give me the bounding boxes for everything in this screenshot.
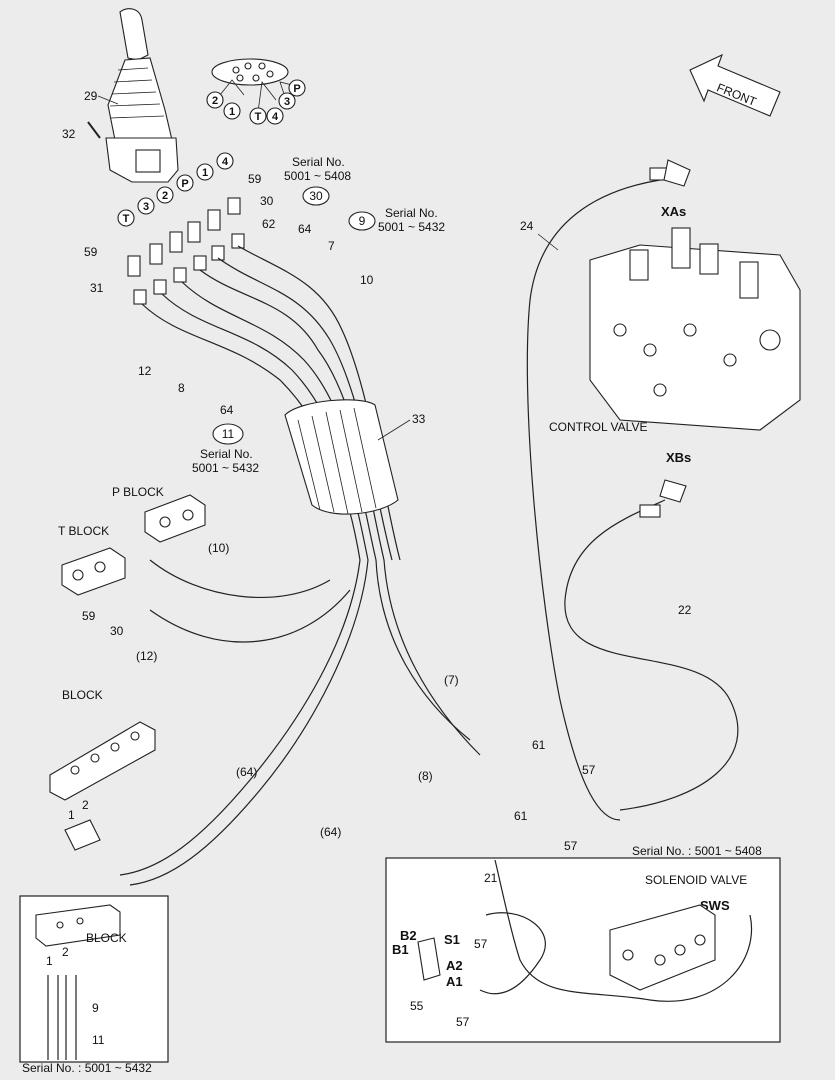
block-left: BLOCK xyxy=(49,688,156,851)
block-box-serial: Serial No. : 5001 ~ 5432 xyxy=(22,1061,152,1075)
callout-61-a: 61 xyxy=(532,738,546,752)
p-block: P BLOCK xyxy=(112,485,206,543)
t-block: T BLOCK xyxy=(58,524,126,596)
top-callouts: 59 30 62 64 7 10 59 31 12 8 64 xyxy=(84,172,374,417)
callout-33: 33 xyxy=(412,412,426,426)
serial-note-mid-left-range: 5001 ~ 5432 xyxy=(192,461,259,475)
callout-21: 21 xyxy=(484,871,498,885)
solenoid-box-serial: Serial No. : 5001 ~ 5408 xyxy=(632,844,762,858)
callout-55: 55 xyxy=(410,999,424,1013)
callout-64-mid: 64 xyxy=(220,403,234,417)
callout-8: 8 xyxy=(178,381,185,395)
port-1: 1 xyxy=(202,167,208,179)
callout-57-d: 57 xyxy=(456,1015,470,1029)
front-arrow: FRONT xyxy=(689,53,781,117)
serial-note-top-right-circled: 9 xyxy=(359,214,366,228)
serial-note-top-right: 9 Serial No. 5001 ~ 5432 xyxy=(348,206,445,234)
port-fittings: T 3 2 P 1 4 xyxy=(117,152,245,305)
callout-8p: (8) xyxy=(418,769,433,783)
lower-hoses xyxy=(119,559,481,886)
p-block-label: P BLOCK xyxy=(112,485,164,499)
port-t: T xyxy=(123,213,130,225)
callout-64p-a: (64) xyxy=(236,765,257,779)
serial-note-mid-left-circled: 11 xyxy=(222,427,235,441)
callout-7p: (7) xyxy=(444,673,459,687)
callout-31: 31 xyxy=(90,281,104,295)
port-map-2: 2 xyxy=(212,95,218,107)
block-detail-label: BLOCK xyxy=(86,931,127,945)
port-3: 3 xyxy=(143,201,149,213)
joystick-part-number: 29 xyxy=(84,89,98,103)
solenoid-valve-box: Serial No. : 5001 ~ 5408 SOLENOID VALVE … xyxy=(385,844,781,1043)
serial-note-top-center-circled: 30 xyxy=(309,189,323,203)
port-map-4: 4 xyxy=(272,111,279,123)
port-sws-label: SWS xyxy=(700,898,730,913)
port-p: P xyxy=(181,178,188,190)
callout-57-b: 57 xyxy=(564,839,578,853)
callout-12p: (12) xyxy=(136,649,157,663)
serial-note-top-right-range: 5001 ~ 5432 xyxy=(378,220,445,234)
callout-64-top: 64 xyxy=(298,222,312,236)
port-a2-label: A2 xyxy=(446,958,463,973)
callout-62: 62 xyxy=(262,217,276,231)
solenoid-valve-label: SOLENOID VALVE xyxy=(645,873,747,887)
port-b1-label: B1 xyxy=(392,942,409,957)
port-map-3: 3 xyxy=(284,96,290,108)
port-map-t: T xyxy=(255,111,262,123)
port-map-1: 1 xyxy=(229,106,235,118)
serial-note-mid-left: 11 Serial No. 5001 ~ 5432 xyxy=(192,423,259,475)
control-valve: XAs CONTROL VALVE XBs xyxy=(549,204,801,465)
callout-30-top: 30 xyxy=(260,194,274,208)
serial-note-mid-left-label: Serial No. xyxy=(200,447,253,461)
control-valve-label: CONTROL VALVE xyxy=(549,420,647,434)
serial-note-top-center-range: 5001 ~ 5408 xyxy=(284,169,351,183)
callout-12: 12 xyxy=(138,364,152,378)
joystick-bolt-number: 32 xyxy=(62,127,76,141)
callout-7: 7 xyxy=(328,239,335,253)
block-detail-box: BLOCK 1 2 9 11 Serial No. : 5001 ~ 5432 xyxy=(19,895,169,1075)
serial-note-top-center-label: Serial No. xyxy=(292,155,345,169)
block-label: BLOCK xyxy=(62,688,103,702)
port-s1-label: S1 xyxy=(444,932,460,947)
callout-9: 9 xyxy=(92,1001,99,1015)
serial-note-top-center: Serial No. 5001 ~ 5408 30 xyxy=(284,155,351,206)
t-block-label: T BLOCK xyxy=(58,524,109,538)
callout-61-b: 61 xyxy=(514,809,528,823)
port-a1-label: A1 xyxy=(446,974,463,989)
callout-2b: 2 xyxy=(62,945,69,959)
port-map-diagram: 2 1 T 4 3 P xyxy=(206,58,306,125)
callout-1b: 1 xyxy=(46,954,53,968)
callout-11: 11 xyxy=(92,1033,105,1047)
hose-bundle: 33 xyxy=(141,245,426,561)
port-4: 4 xyxy=(222,156,229,168)
callout-22: 22 xyxy=(678,603,692,617)
callout-59-top: 59 xyxy=(248,172,262,186)
serial-note-top-right-label: Serial No. xyxy=(385,206,438,220)
joystick: 29 32 xyxy=(62,8,179,183)
callout-30-t: 30 xyxy=(110,624,124,638)
port-b2-label: B2 xyxy=(400,928,417,943)
port-map-p: P xyxy=(293,83,300,95)
port-2: 2 xyxy=(162,190,168,202)
callout-59-left: 59 xyxy=(84,245,98,259)
right-hoses: 24 22 xyxy=(520,159,739,821)
port-xas-label: XAs xyxy=(661,204,686,219)
callout-2a: 2 xyxy=(82,798,89,812)
callout-1a: 1 xyxy=(68,808,75,822)
middle-callouts: (10) 59 30 (12) (64) (64) (7) (8) 61 61 … xyxy=(68,541,596,853)
callout-64p-b: (64) xyxy=(320,825,341,839)
callout-57-c: 57 xyxy=(474,937,488,951)
port-xbs-label: XBs xyxy=(666,450,691,465)
callout-10: 10 xyxy=(360,273,374,287)
callout-59-t: 59 xyxy=(82,609,96,623)
callout-10p: (10) xyxy=(208,541,229,555)
callout-57-a: 57 xyxy=(582,763,596,777)
callout-24: 24 xyxy=(520,219,534,233)
